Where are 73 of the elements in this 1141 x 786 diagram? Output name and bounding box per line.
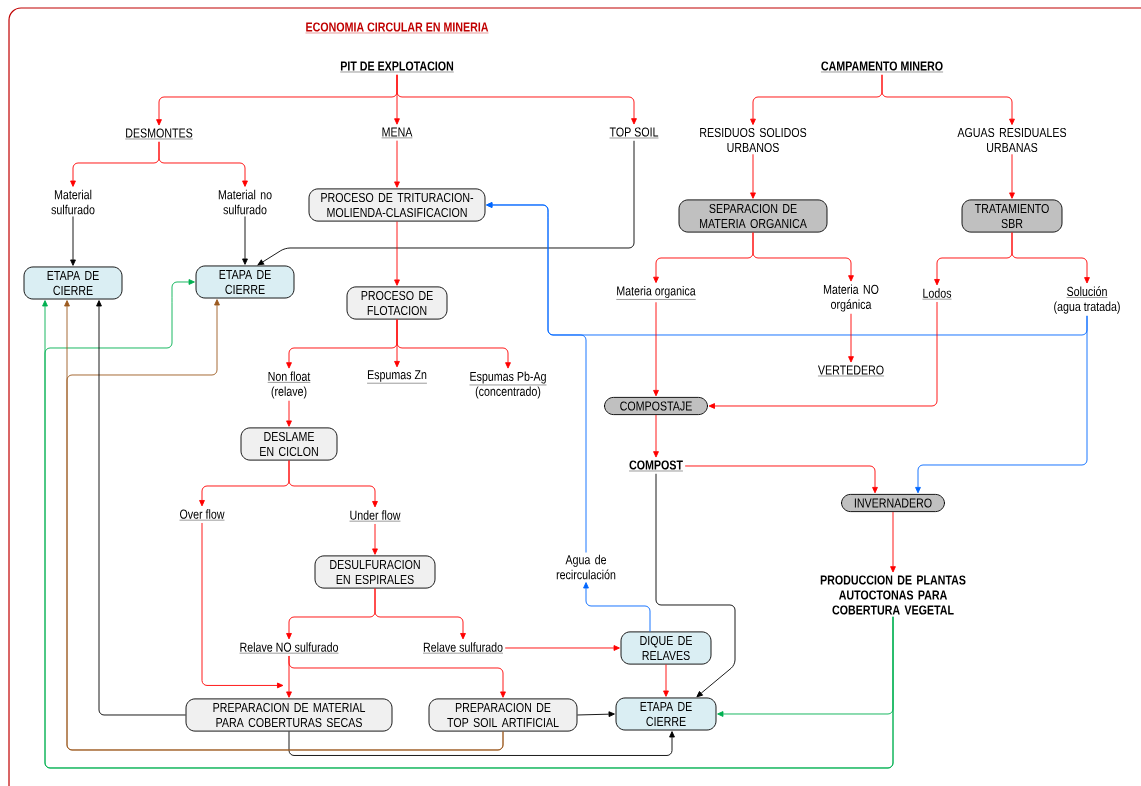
flow-label: Espumas Pb-Ag (concentrado) <box>469 371 547 399</box>
process-box: INVERNADERO <box>841 493 945 513</box>
arrow <box>396 74 637 125</box>
flow-label: MENA <box>381 127 413 139</box>
process-box: DIQUE DE RELAVES <box>620 631 712 665</box>
process-box: ETAPA DE CIERRE <box>195 265 295 299</box>
flow-label: Under flow <box>349 510 401 522</box>
arrow <box>915 315 1088 494</box>
arrow <box>653 301 659 397</box>
arrow <box>655 473 736 698</box>
arrow <box>577 711 615 718</box>
process-box: PROCESO DE FLOTACION <box>346 286 448 320</box>
process-box: PROCESO DE TRITURACION-MOLIENDA-CLASIFICACION <box>308 188 486 222</box>
arrow <box>890 511 896 573</box>
arrow <box>394 140 400 188</box>
flow-label: Espumas Zn <box>366 370 428 384</box>
flow-label: Agua de recirculación <box>556 554 616 580</box>
arrow <box>750 153 756 199</box>
flow-label: TOP SOIL <box>609 127 659 139</box>
flow-label: RESIDUOS SOLIDOS URBANOS <box>700 127 807 153</box>
arrow <box>242 216 248 265</box>
process-box: SEPARACION DE MATERIA ORGANICA <box>678 199 828 233</box>
flow-label: Materia organica <box>616 285 696 300</box>
arrow <box>288 731 675 756</box>
flow-label: Lodos <box>922 288 952 300</box>
arrow <box>286 400 292 427</box>
arrow <box>96 300 186 716</box>
process-box: TRATAMIENTO SBR <box>961 199 1063 233</box>
flow-label: PRODUCCION DE PLANTAS AUTOCTONAS PARA COBERTURA VEGETAL <box>820 575 966 615</box>
arrow <box>257 140 635 266</box>
flow-label: AGUAS RESIDUALES URBANAS <box>957 127 1067 153</box>
arrow <box>372 523 378 555</box>
arrow <box>396 319 511 369</box>
arrow <box>394 221 400 286</box>
flow-label: DESMONTES <box>125 128 193 140</box>
arrow <box>288 655 506 698</box>
flow-label: COMPOST <box>628 460 684 472</box>
flow-label: PIT DE EXPLOTACION <box>340 61 454 73</box>
process-box: DESULFURACION EN ESPIRALES <box>314 555 436 589</box>
process-box: ETAPA DE CIERRE <box>615 697 717 731</box>
flow-label: Relave sulfurado <box>422 642 504 654</box>
arrow <box>70 216 76 266</box>
arrow <box>1009 153 1015 199</box>
process-box: PREPARACION DE MATERIAL PARA COBERTURAS SECAS <box>185 698 393 732</box>
arrow <box>881 74 1015 125</box>
process-box: COMPOSTAJE <box>604 396 708 416</box>
arrow <box>663 664 669 697</box>
flow-label: Solución (agua tratada) <box>1054 286 1120 314</box>
arrow <box>504 645 620 651</box>
arrow <box>583 582 651 632</box>
flow-label: VERTEDERO <box>817 365 885 377</box>
flow-label: Over flow <box>179 509 225 521</box>
arrow <box>848 313 854 363</box>
diagram-title: ECONOMIA CIRCULAR EN MINERIA <box>305 22 489 34</box>
flow-label: Material no sulfurado <box>218 189 272 215</box>
flow-label: CAMPAMENTO MINERO <box>820 61 944 73</box>
arrow <box>684 465 878 494</box>
arrow <box>1011 232 1090 284</box>
flow-label: Materia NO orgánica <box>823 284 879 312</box>
arrow <box>486 202 1088 336</box>
arrow <box>201 522 284 689</box>
process-box: PREPARACION DE TOP SOIL ARTIFICIAL <box>428 698 578 732</box>
arrow <box>708 301 938 409</box>
flow-label: Relave NO sulfurado <box>239 642 339 654</box>
flow-label: Material sulfurado <box>51 189 95 215</box>
process-box: ETAPA DE CIERRE <box>23 266 123 300</box>
arrow <box>653 414 659 458</box>
process-box: DESLAME EN CICLON <box>240 427 338 461</box>
arrow <box>158 141 248 187</box>
arrow <box>288 460 378 508</box>
flow-label: Non float (relave) <box>267 371 311 399</box>
arrow <box>374 588 466 640</box>
arrow <box>752 232 854 282</box>
